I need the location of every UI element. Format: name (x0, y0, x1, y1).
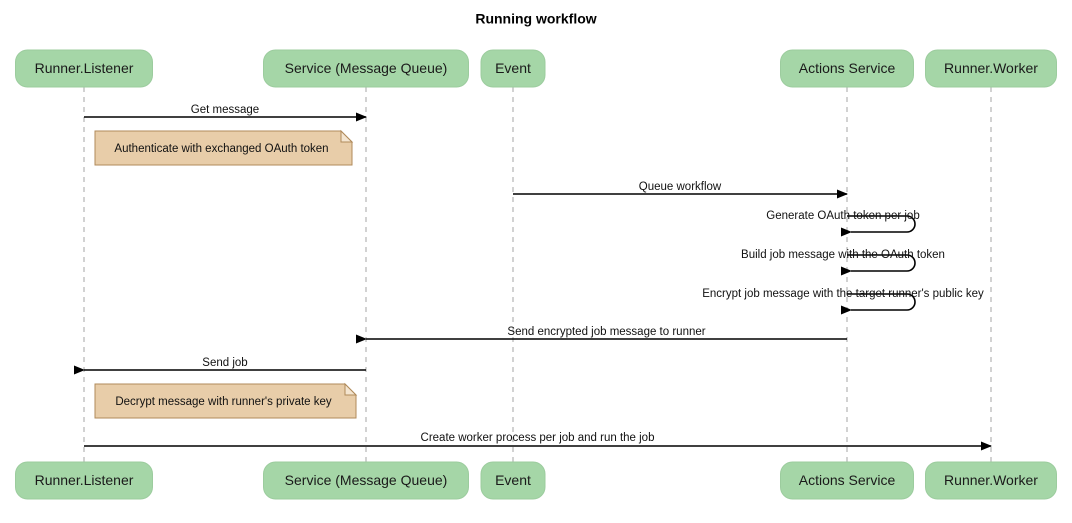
participant-top-label-worker: Runner.Worker (944, 60, 1038, 76)
participant-top-label-service: Service (Message Queue) (285, 60, 448, 76)
participant-bottom-label-event: Event (495, 472, 531, 488)
participants-bottom-group: Runner.Listener Service (Message Queue) Ev… (15, 461, 1057, 500)
participant-top-box-worker[interactable] (925, 49, 1057, 88)
participants-top-group: Runner.Listener Service (Message Queue) Ev… (15, 49, 1057, 88)
message-label-create-worker-process: Create worker process per job and run th… (421, 432, 655, 444)
participant-bottom-box-service[interactable] (263, 461, 469, 500)
self-message-path-build-job-message (841, 254, 916, 276)
note-text-decrypt-note: Decrypt message with runner's private ke… (115, 396, 332, 408)
note-fold-icon-authenticate-note (340, 129, 354, 143)
message-label-send-encrypted-job-message: Send encrypted job message to runner (507, 326, 705, 338)
participant-top-label-listener: Runner.Listener (35, 60, 134, 76)
participant-bottom-label-listener: Runner.Listener (35, 472, 134, 488)
participant-top-box-actions[interactable] (780, 49, 914, 88)
self-message-path-encrypt-job-message (841, 293, 916, 315)
self-message-label-encrypt-job-message: Encrypt job message with the target runn… (702, 288, 984, 300)
diagram-title: Running workflow (475, 11, 596, 27)
participant-bottom-label-actions: Actions Service (799, 472, 896, 488)
participant-bottom-label-service: Service (Message Queue) (285, 472, 448, 488)
note-body-decrypt-note (94, 383, 357, 419)
participant-top-box-event[interactable] (480, 49, 546, 88)
self-message-label-build-job-message: Build job message with the OAuth token (741, 249, 945, 261)
participant-bottom-box-event[interactable] (480, 461, 546, 500)
self-message-label-generate-oauth-token: Generate OAuth token per job (766, 210, 919, 222)
note-body-authenticate-note (94, 130, 353, 166)
participant-top-box-listener[interactable] (15, 49, 153, 88)
participant-bottom-label-worker: Runner.Worker (944, 472, 1038, 488)
participant-bottom-box-listener[interactable] (15, 461, 153, 500)
participant-top-label-actions: Actions Service (799, 60, 896, 76)
participant-top-box-service[interactable] (263, 49, 469, 88)
participant-top-label-event: Event (495, 60, 531, 76)
note-text-authenticate-note: Authenticate with exchanged OAuth token (114, 143, 328, 155)
self-message-path-generate-oauth-token (841, 215, 916, 237)
message-label-send-job: Send job (202, 357, 247, 369)
lifelines-group (83, 87, 992, 462)
note-fold-icon-decrypt-note (344, 382, 358, 396)
message-label-get-message: Get message (191, 104, 259, 116)
participant-bottom-box-actions[interactable] (780, 461, 914, 500)
notes-group: Authenticate with exchanged OAuth tokenD… (94, 129, 358, 419)
participant-bottom-box-worker[interactable] (925, 461, 1057, 500)
message-label-queue-workflow: Queue workflow (639, 181, 722, 193)
